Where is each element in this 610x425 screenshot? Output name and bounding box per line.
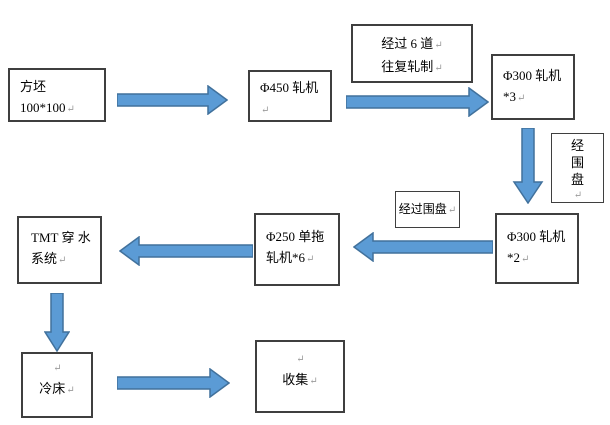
paragraph-mark: ↵: [573, 190, 583, 201]
paragraph-mark: ↵: [58, 255, 67, 266]
node-note-coil: 经过围盘↵: [395, 191, 460, 228]
paragraph-mark: ↵: [517, 93, 526, 104]
arrow-right-icon-cooling-bed-to-collect: [117, 368, 230, 398]
node-mill300x2-line2: *2↵: [507, 250, 530, 265]
node-mill250: Φ250 单拖 轧机*6↵: [254, 213, 340, 286]
node-billet-label: 方坯 100*100↵: [20, 78, 75, 115]
node-mill250-line1: Φ250 单拖: [266, 229, 325, 244]
paragraph-mark: ↵: [66, 385, 75, 396]
node-billet: 方坯 100*100↵: [8, 68, 106, 122]
paragraph-mark: ↵: [306, 254, 315, 265]
node-tmt-line2: 系统↵: [31, 251, 67, 266]
arrow-left-icon-mill300x2-to-mill250: [353, 232, 493, 262]
note-coil-vertical-char1: 经: [570, 138, 584, 153]
arrow-right-icon-mill450-to-mill300x3: [346, 87, 489, 117]
paragraph-mark: ↵: [66, 103, 75, 115]
paragraph-mark: ↵: [521, 254, 530, 265]
node-cooling-bed: ↵ 冷床↵: [21, 352, 93, 418]
note-coil-vertical-char3: 盘: [570, 172, 584, 187]
arrow-right-icon-billet-to-mill450: [117, 85, 228, 115]
note-coil-vertical-char2: 围: [570, 155, 584, 170]
paragraph-mark: ↵: [53, 363, 62, 374]
node-collect: ↵ 收集↵: [255, 340, 345, 413]
paragraph-mark: ↵: [447, 205, 457, 216]
node-mill250-line2: 轧机*6↵: [266, 250, 315, 265]
paragraph-mark: ↵: [296, 354, 305, 365]
node-tmt: TMT 穿 水 系统↵: [17, 216, 102, 284]
arrow-down-icon-tmt-to-cooling-bed: [44, 293, 70, 352]
node-tmt-line1: TMT 穿 水: [31, 230, 91, 245]
node-mill300x3-line1: Φ300 轧机: [503, 68, 562, 83]
node-note-coil-vertical: 经 围 盘 ↵: [551, 133, 604, 203]
note-six-pass-line2: 往复轧制↵: [381, 59, 443, 74]
node-collect-label: 收集↵: [282, 372, 318, 387]
paragraph-mark: ↵: [434, 63, 443, 74]
node-cooling-bed-label: 冷床↵: [39, 381, 75, 396]
arrow-left-icon-mill250-to-tmt: [119, 236, 253, 266]
node-mill300x2: Φ300 轧机 *2↵: [495, 213, 579, 284]
node-mill450: Φ450 轧机↵: [248, 70, 332, 122]
arrow-down-icon-mill300x3-to-mill300x2: [512, 128, 544, 204]
node-mill450-label: Φ450 轧机↵: [260, 79, 319, 116]
node-mill300x2-line1: Φ300 轧机: [507, 229, 566, 244]
note-coil-label: 经过围盘: [398, 202, 447, 216]
node-mill300x3: Φ300 轧机 *3↵: [491, 54, 575, 120]
note-six-pass-line1: 经过 6 道↵: [381, 36, 443, 51]
node-note-six-pass: 经过 6 道↵ 往复轧制↵: [351, 24, 473, 83]
paragraph-mark: ↵: [261, 104, 270, 116]
paragraph-mark: ↵: [434, 40, 443, 51]
node-mill300x3-line2: *3↵: [503, 89, 526, 104]
paragraph-mark: ↵: [309, 376, 318, 387]
